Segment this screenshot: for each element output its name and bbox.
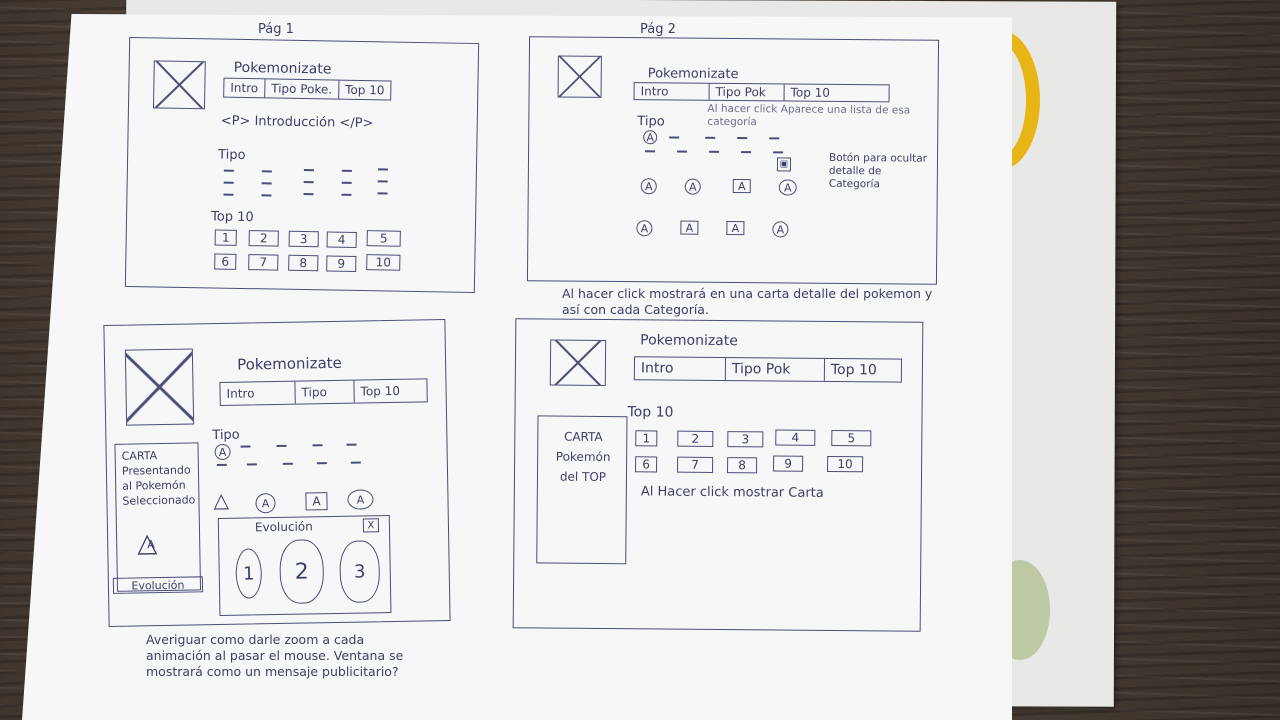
page1-nav-intro[interactable]: Intro [224,78,266,98]
page4-top-item[interactable]: 3 [727,431,764,448]
page3-evolution-stage: 1 [235,548,263,599]
page2-type-icon[interactable]: A [732,178,751,194]
page1-intro-text: <P> Introducción </P> [220,113,374,132]
page1-top-item[interactable]: 8 [288,254,319,272]
page4-title: Pokemonizate [640,332,738,350]
page3-type-icon[interactable]: △ [213,487,230,513]
page4-top-item[interactable]: 8 [727,457,758,474]
page3-tipo-label: Tipo [212,427,240,444]
page1-nav-tipo[interactable]: Tipo Poke. [265,79,340,99]
page2-heading: Pág 2 [640,22,676,37]
page2-type-icon[interactable]: A [640,178,657,195]
page2-hide-button[interactable]: ▣ [776,157,792,172]
page1-title: Pokemonizate [233,59,332,78]
page4-card-text: CARTA Pokemón del TOP [555,429,611,485]
close-icon[interactable]: X [362,518,380,533]
page1-top-item[interactable]: 1 [214,229,237,246]
page2-type-icon[interactable]: A [680,220,699,235]
page4-top-item[interactable]: 6 [635,456,658,473]
page2-type-icon[interactable]: A [778,179,797,196]
page4-top-item[interactable]: 7 [677,456,714,473]
page4-top-item[interactable]: 10 [827,455,864,473]
page1-top-item[interactable]: 6 [214,253,237,270]
page1-top-item[interactable]: 3 [288,230,319,248]
page3-evolution-stage: 3 [339,540,381,603]
page4-top-item[interactable]: 2 [677,430,714,447]
page1-top-label: Top 10 [210,209,254,226]
page3-evolution-panel: Evolución X 1 2 3 [217,515,392,617]
page4-top-item[interactable]: 5 [831,429,872,447]
page4-nav-tipo[interactable]: Tipo Pok [725,358,826,381]
page2-note-button: Botón para ocultar detalle de Categoría [828,151,928,191]
page2-tipo-label: Tipo [637,114,665,130]
page3-type-icon[interactable]: A [255,493,276,514]
page4-card: CARTA Pokemón del TOP [536,415,628,565]
page4-top-item[interactable]: 9 [773,455,804,472]
page3-nav: Intro Tipo Top 10 [219,378,428,406]
page2-type-icon[interactable]: A [772,221,789,238]
page3-panel-title: Evolución [254,519,313,535]
page4-nav: Intro Tipo Pok Top 10 [633,356,903,383]
page4-logo-placeholder [549,339,607,387]
page2-footnote: Al hacer click mostrará en una carta det… [562,286,933,317]
page2-nav-tipo[interactable]: Tipo Pok [709,83,785,101]
page3-footnote: Averiguar como darle zoom a cada animaci… [146,632,404,679]
page2-tipo-marker[interactable]: A [643,130,658,145]
page4-note: Al Hacer click mostrar Carta [640,484,824,501]
page1-nav: Intro Tipo Poke. Top 10 [223,77,392,101]
page1-top-item[interactable]: 4 [326,231,357,248]
page3-wireframe: Pokemonizate Intro Tipo Top 10 Tipo A CA… [103,319,451,627]
page1-top-item[interactable]: 5 [366,230,401,247]
page3-nav-tipo[interactable]: Tipo [295,380,355,404]
page2-note-click: Al hacer click Aparece una lista de esa … [707,102,911,129]
page1-top-item[interactable]: 7 [248,254,279,271]
page3-card-marker: A [147,538,155,552]
page3-nav-top[interactable]: Top 10 [360,383,401,399]
page1-tipo-label: Tipo [218,147,246,164]
page1-wireframe: Pokemonizate Intro Tipo Poke. Top 10 <P>… [124,36,480,294]
page1-nav-top[interactable]: Top 10 [345,82,385,98]
page4-top-item[interactable]: 1 [635,430,658,447]
page1-logo-placeholder [152,60,206,110]
page4-top-label: Top 10 [627,404,674,421]
page2-nav-top[interactable]: Top 10 [790,85,830,100]
page1-heading: Pág 1 [258,22,294,37]
page2-title: Pokemonizate [647,66,739,83]
page3-tipo-marker[interactable]: A [214,443,231,461]
page2-type-icon[interactable]: A [684,178,701,195]
page3-type-icon[interactable]: A [347,489,374,510]
page1-top-item[interactable]: 9 [326,255,357,272]
page4-nav-intro[interactable]: Intro [634,357,727,381]
page2-wireframe: Pokemonizate Intro Tipo Pok Top 10 Tipo … [526,36,940,285]
page2-type-icon[interactable]: A [636,220,653,237]
page2-logo-placeholder [557,55,602,98]
page3-type-icon[interactable]: A [305,492,328,511]
page3-evolucion-button[interactable]: Evolución [112,576,204,594]
page2-nav: Intro Tipo Pok Top 10 [633,82,890,103]
page1-top-item[interactable]: 10 [366,254,401,271]
page3-title: Pokemonizate [236,353,342,374]
page3-logo-placeholder [124,348,195,426]
page4-top-item[interactable]: 4 [775,429,816,446]
page3-card-text: CARTA Presentando al Pokemón Seleccionad… [121,449,196,508]
page4-wireframe: Pokemonizate Intro Tipo Pok Top 10 CARTA… [512,318,924,632]
page3-card: CARTA Presentando al Pokemón Seleccionad… [114,442,202,592]
page1-top-item[interactable]: 2 [248,230,279,247]
page3-evolution-stage: 2 [279,539,325,604]
page2-nav-intro[interactable]: Intro [634,83,710,100]
page2-type-icon[interactable]: A [726,220,745,236]
page3-nav-intro[interactable]: Intro [220,381,296,405]
page4-nav-top[interactable]: Top 10 [830,361,877,379]
